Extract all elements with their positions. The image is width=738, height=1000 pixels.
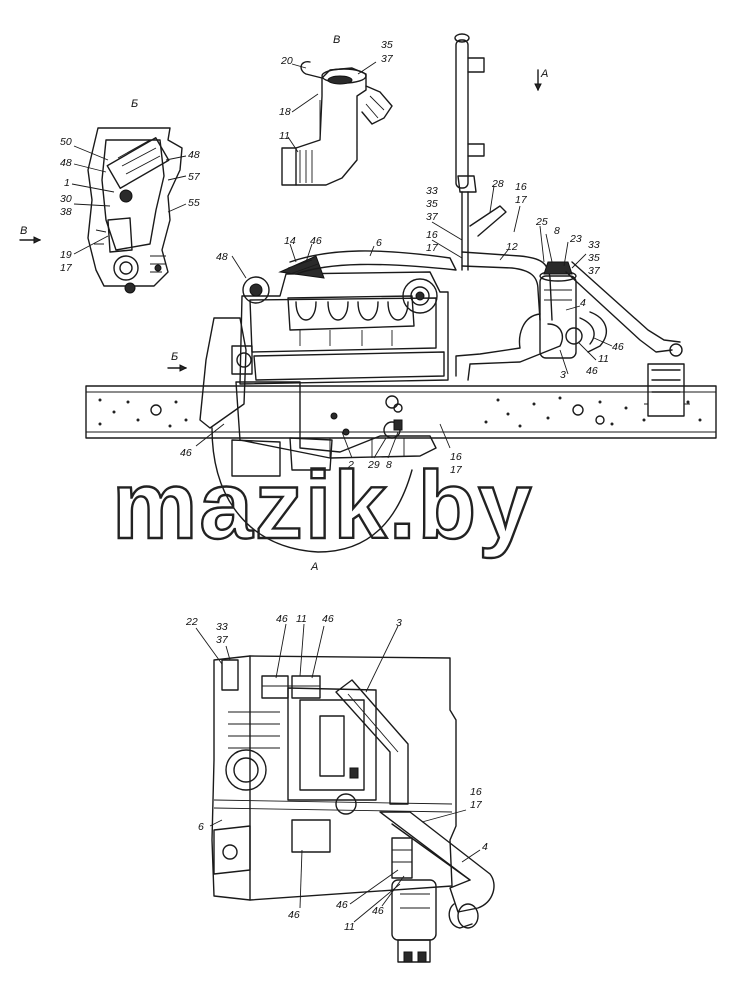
label-37: 37 <box>588 265 601 277</box>
label-38: 38 <box>60 206 72 218</box>
view-a-title: А <box>310 561 318 573</box>
label-22: 22 <box>185 616 198 628</box>
label-17: 17 <box>515 194 528 206</box>
label-11: 11 <box>279 130 290 142</box>
label-28: 28 <box>491 178 504 190</box>
label-25: 25 <box>535 216 548 228</box>
view-v-detail: В 20 35 37 18 11 <box>279 34 394 186</box>
label-16: 16 <box>450 451 462 463</box>
label-33: 33 <box>588 239 600 251</box>
label-8: 8 <box>554 225 560 237</box>
view-v-arrow-label: В <box>20 225 27 237</box>
label-35: 35 <box>381 39 393 51</box>
label-37: 37 <box>426 211 439 223</box>
label-17: 17 <box>60 262 73 274</box>
label-17: 17 <box>426 242 439 254</box>
label-3: 3 <box>396 617 402 629</box>
view-b-arrow-label: Б <box>171 351 178 363</box>
label-3: 3 <box>560 369 566 381</box>
label-57: 57 <box>188 171 201 183</box>
label-29: 29 <box>367 459 380 471</box>
label-4: 4 <box>580 297 586 309</box>
label-16: 16 <box>426 229 438 241</box>
label-46: 46 <box>612 341 624 353</box>
label-30: 30 <box>60 193 72 205</box>
label-6: 6 <box>198 821 204 833</box>
label-19: 19 <box>60 249 72 261</box>
label-11: 11 <box>296 613 307 625</box>
label-37: 37 <box>216 634 229 646</box>
label-46: 46 <box>372 905 384 917</box>
view-b-detail: Б 50 48 48 1 57 30 38 55 19 17 В <box>19 98 201 294</box>
view-v-title: В <box>333 34 340 46</box>
label-46: 46 <box>180 447 192 459</box>
label-23: 23 <box>569 233 582 245</box>
label-20: 20 <box>280 55 293 67</box>
label-35: 35 <box>588 252 600 264</box>
frame-holes <box>98 396 702 428</box>
label-11: 11 <box>344 921 355 933</box>
view-a-detail: 22 33 37 46 11 46 3 6 16 17 4 46 46 11 4… <box>185 613 495 963</box>
label-37: 37 <box>381 53 394 65</box>
watermark-text: mazik.by <box>112 452 534 559</box>
label-4: 4 <box>482 841 488 853</box>
label-46: 46 <box>276 613 288 625</box>
label-16: 16 <box>515 181 527 193</box>
label-46: 46 <box>322 613 334 625</box>
label-8: 8 <box>386 459 392 471</box>
label-11: 11 <box>598 353 609 365</box>
label-46: 46 <box>310 235 322 247</box>
label-46: 46 <box>336 899 348 911</box>
label-48: 48 <box>216 251 228 263</box>
label-35: 35 <box>426 198 438 210</box>
label-46: 46 <box>288 909 300 921</box>
label-48: 48 <box>60 157 72 169</box>
label-55: 55 <box>188 197 200 209</box>
label-12: 12 <box>506 241 518 253</box>
label-48: 48 <box>188 149 200 161</box>
main-side-view: А Б <box>85 33 717 573</box>
label-33: 33 <box>426 185 438 197</box>
label-46: 46 <box>586 365 598 377</box>
label-50: 50 <box>60 136 72 148</box>
label-18: 18 <box>279 106 291 118</box>
frame-rail <box>85 385 717 439</box>
view-b-title: Б <box>131 98 138 110</box>
label-1: 1 <box>64 177 70 189</box>
label-16: 16 <box>470 786 482 798</box>
label-14: 14 <box>284 235 296 247</box>
label-17: 17 <box>470 799 483 811</box>
label-6: 6 <box>376 237 382 249</box>
view-a-arrow-label: А <box>540 68 548 80</box>
label-2: 2 <box>347 459 354 471</box>
label-33: 33 <box>216 621 228 633</box>
label-17: 17 <box>450 464 463 476</box>
